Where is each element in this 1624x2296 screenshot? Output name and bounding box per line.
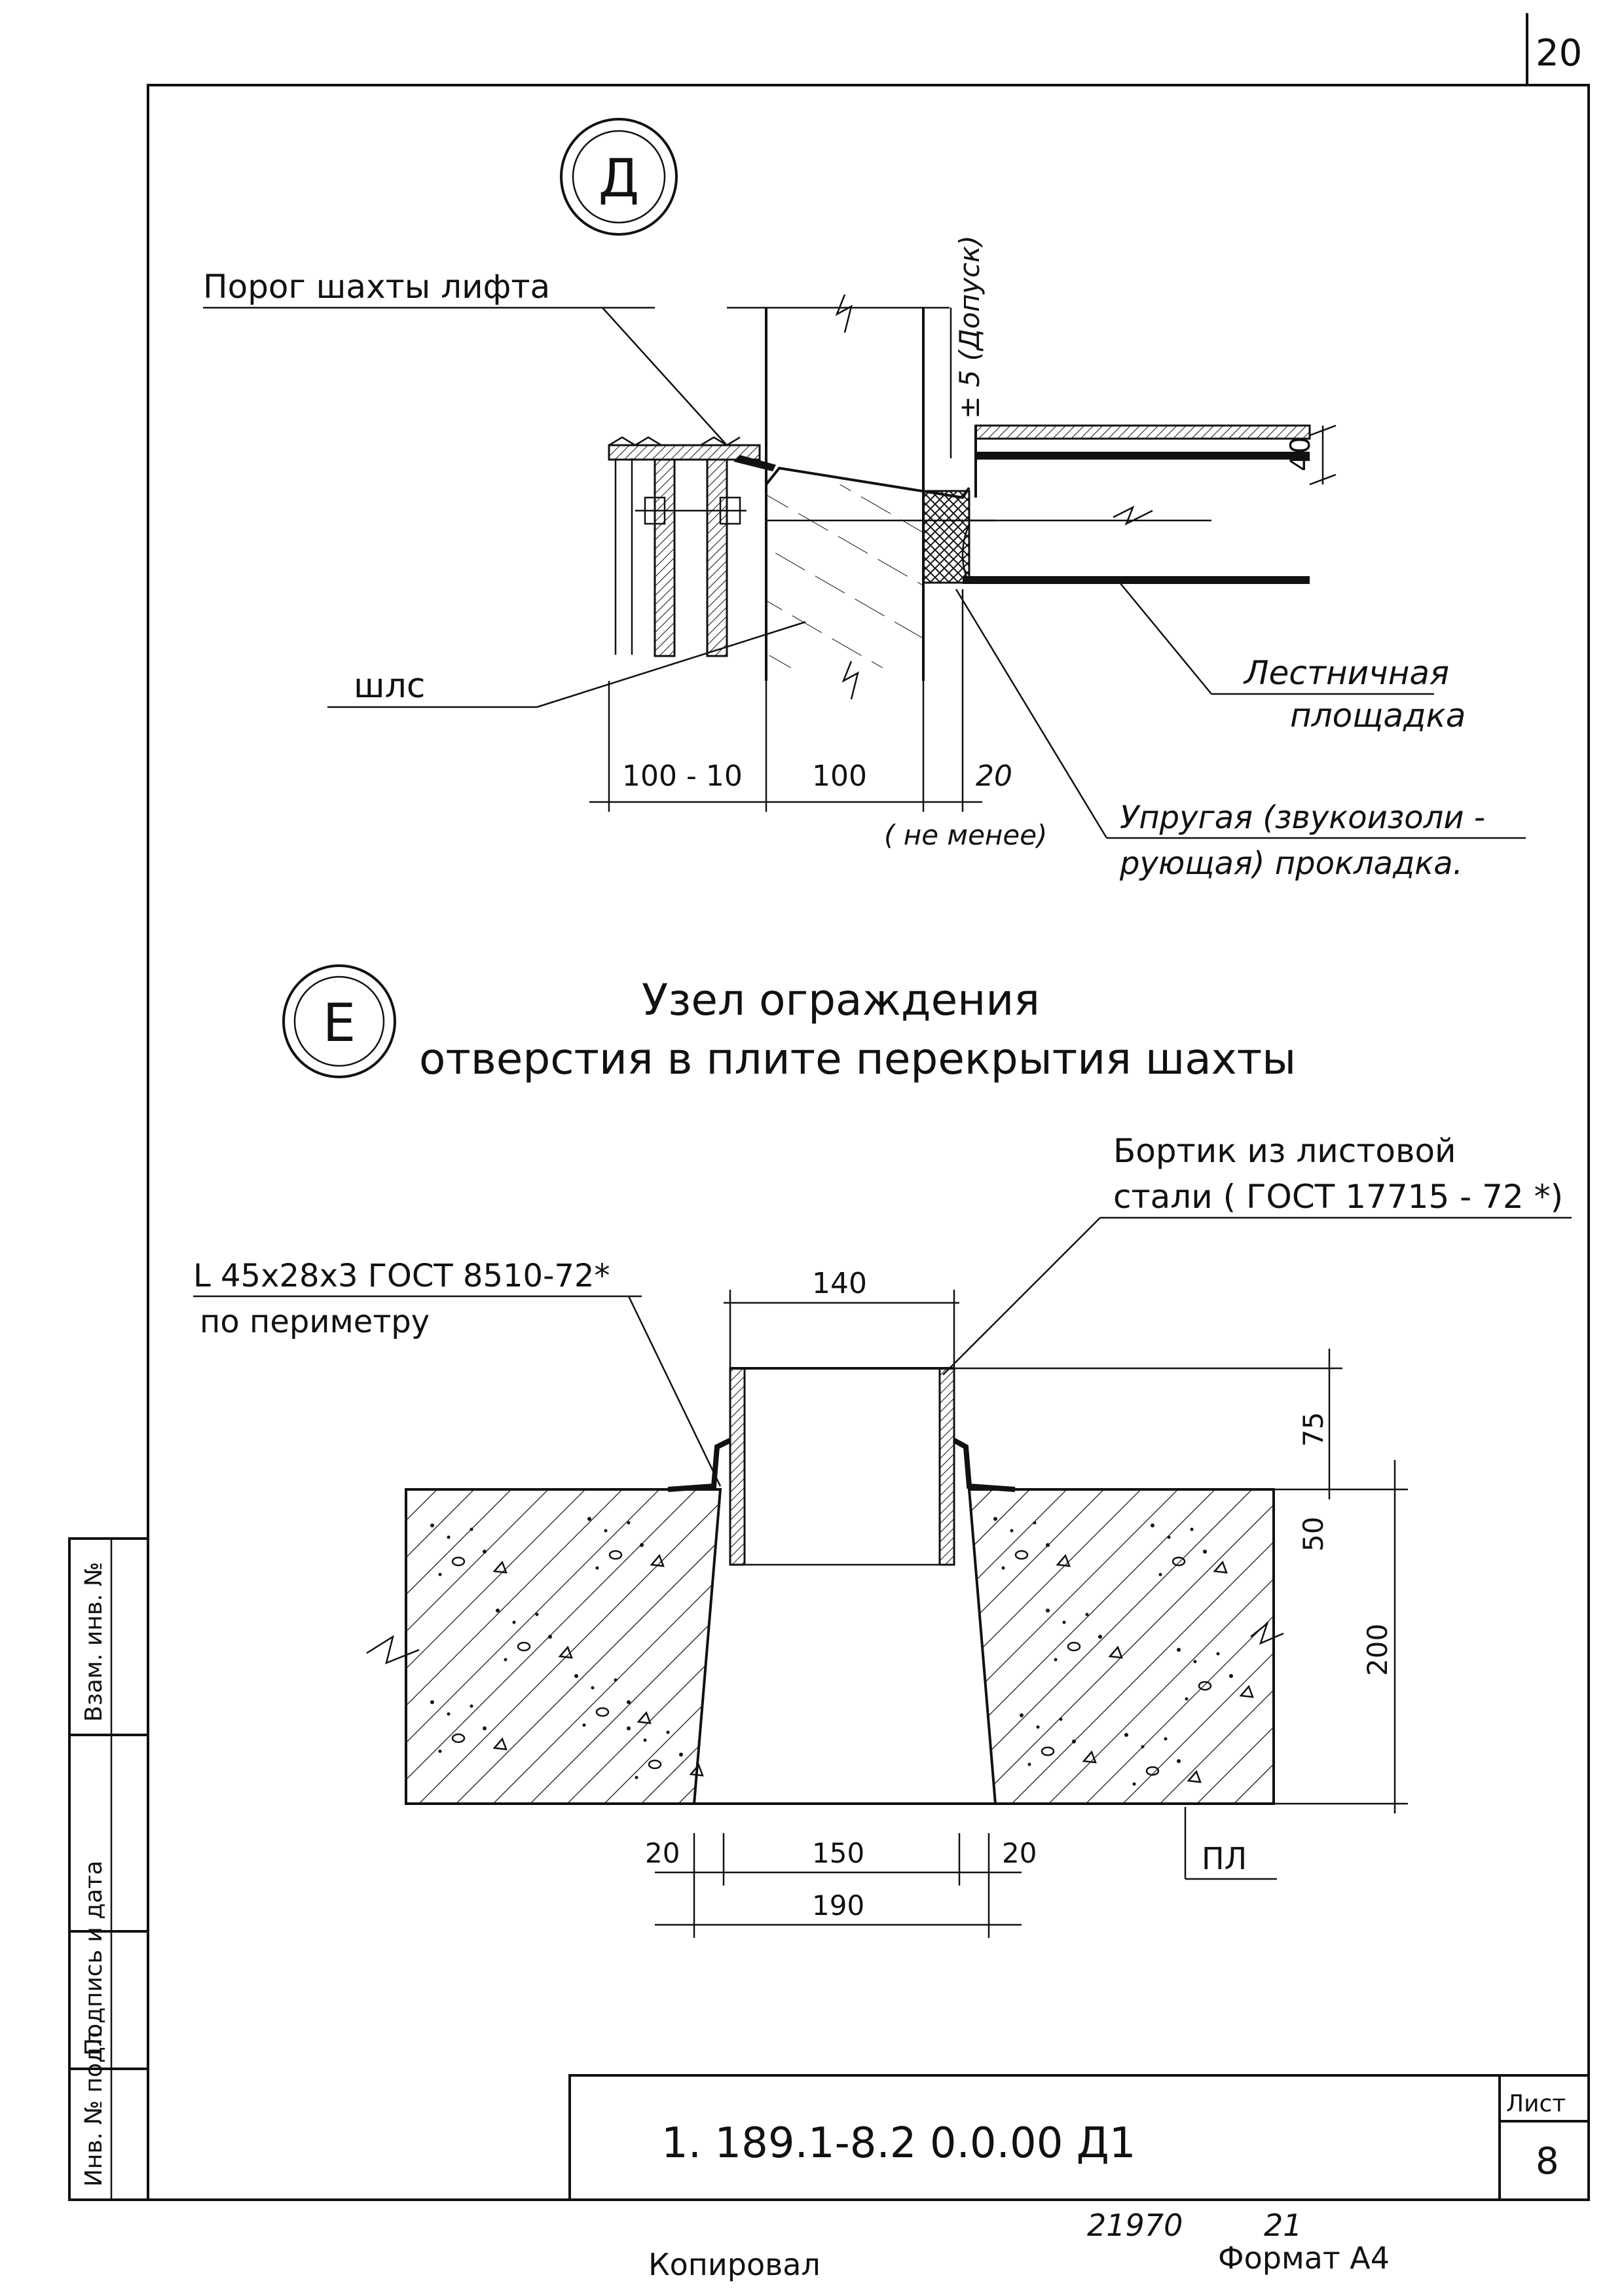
dim-40: 40 xyxy=(1284,437,1316,471)
dim-190: 190 xyxy=(812,1889,864,1922)
dim-20: 20 xyxy=(976,759,1012,793)
sheet-number-top: 20 xyxy=(1536,32,1582,75)
dim-200: 200 xyxy=(1361,1624,1393,1676)
rim-label-1: Бортик из листовой xyxy=(1113,1132,1456,1170)
dim-75: 75 xyxy=(1297,1412,1329,1447)
node-d-marker-circle xyxy=(560,118,678,236)
gasket-label-1: Упругая (звукоизоли - xyxy=(1120,799,1485,836)
landing-label-1: Лестничная xyxy=(1243,654,1449,692)
footer-copied: Копировал xyxy=(648,2247,821,2282)
shls-label: шлс xyxy=(354,666,425,706)
tolerance-label: ± 5 (Допуск) xyxy=(953,235,986,419)
threshold-label: Порог шахты лифта xyxy=(203,268,550,306)
dim-50: 50 xyxy=(1297,1517,1329,1552)
sheet-label: Лист xyxy=(1506,2090,1566,2117)
stamp-replaced-inv: Взам. инв. № xyxy=(81,1562,107,1722)
not-less-label: ( не менее) xyxy=(884,819,1047,851)
dim-100-10: 100 - 10 xyxy=(622,759,743,793)
node-e-title-2: отверстия в плите перекрытия шахты xyxy=(419,1034,1296,1084)
footer-format: Формат А4 xyxy=(1218,2240,1390,2276)
stamp-inv-original: Инв. № подл. xyxy=(81,2024,107,2187)
pl-label: ПЛ xyxy=(1202,1841,1247,1876)
node-e-marker: Е xyxy=(323,993,356,1053)
footer-number2: 21 xyxy=(1264,2208,1302,2243)
node-e-marker-circle xyxy=(282,964,396,1078)
angle-label-1: L 45x28x3 ГОСТ 8510-72* xyxy=(193,1258,610,1294)
title-block: 1. 189.1-8.2 0.0.00 Д1 Лист 8 xyxy=(568,2074,1590,2201)
node-d-marker: Д xyxy=(599,148,640,209)
dim-150: 150 xyxy=(812,1837,864,1869)
shls-wall xyxy=(766,484,923,668)
dim-100: 100 xyxy=(812,759,867,793)
floor-slab xyxy=(366,1488,1284,1805)
dim-20-left: 20 xyxy=(645,1837,680,1869)
stamp-signature-date: Подпись и дата xyxy=(81,1861,107,2056)
angle-label-2: по периметру xyxy=(200,1303,430,1340)
dim-140: 140 xyxy=(812,1267,867,1300)
threshold-steel xyxy=(608,436,776,657)
dim-20-right: 20 xyxy=(1002,1837,1037,1869)
footer-number: 21970 xyxy=(1087,2208,1183,2243)
landing-label-2: площадка xyxy=(1290,697,1466,735)
gasket-label-2: рующая) прокладка. xyxy=(1119,845,1463,882)
side-stamp: Инв. № подл. Подпись и дата Взам. инв. № xyxy=(68,1537,149,2201)
steel-rim xyxy=(667,1367,1016,1566)
landing-slab xyxy=(963,424,1311,584)
doc-code: 1. 189.1-8.2 0.0.00 Д1 xyxy=(661,2119,1135,2168)
node-d: Д xyxy=(203,118,1526,882)
sheet-value: 8 xyxy=(1536,2140,1559,2183)
elastic-gasket xyxy=(922,490,970,584)
node-e: Е Узел ограждения отверстия в плите пере… xyxy=(193,964,1572,1938)
rim-label-2: стали ( ГОСТ 17715 - 72 *) xyxy=(1113,1178,1563,1216)
node-e-title-1: Узел ограждения xyxy=(642,975,1040,1025)
